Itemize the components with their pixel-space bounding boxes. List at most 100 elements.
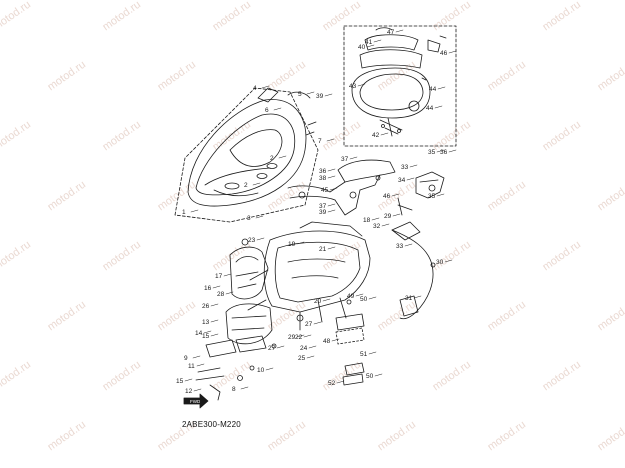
callout-leader-line (322, 298, 331, 302)
callout-6: 6 (265, 107, 269, 114)
callout-leader-line (212, 285, 221, 289)
callout-leader-line (404, 243, 413, 247)
callout-50: 50 (360, 296, 368, 303)
callout-leader-line (434, 105, 443, 109)
callout-leader-line (308, 345, 317, 349)
callout-16: 16 (204, 285, 212, 292)
callout-leader-line (409, 164, 418, 168)
callout-12: 12 (185, 388, 193, 395)
callout-35: 35 (428, 193, 436, 200)
callout-leader-line (210, 319, 219, 323)
callout-15: 15 (176, 378, 184, 385)
callout-34: 34 (398, 177, 406, 184)
callout-48: 48 (323, 338, 331, 345)
callout-29: 29 (384, 213, 392, 220)
callout-leader-line (278, 155, 287, 159)
callout-14: 14 (195, 330, 203, 337)
callout-37: 37 (319, 203, 327, 210)
callout-leader-line (327, 209, 336, 213)
callout-27: 27 (305, 321, 313, 328)
callout-leader-line (256, 237, 265, 241)
callout-37: 37 (341, 156, 349, 163)
callout-leader-line (448, 149, 457, 153)
callout-33: 33 (401, 164, 409, 171)
callout-leader-line (444, 259, 453, 263)
callout-29: 29 (288, 334, 296, 341)
callout-50: 50 (366, 373, 374, 380)
callout-leader-line (252, 182, 261, 186)
callout-leader-line (196, 363, 205, 367)
seat-assembly (174, 87, 319, 223)
callout-42: 42 (372, 132, 380, 139)
callout-leader-line (368, 351, 377, 355)
callout-19: 19 (288, 241, 296, 248)
callout-leader-line (395, 29, 404, 33)
callout-52: 52 (328, 380, 336, 387)
callout-leader-line (381, 223, 390, 227)
callout-5: 5 (298, 91, 302, 98)
callout-26: 26 (202, 303, 210, 310)
callout-leader-line (203, 330, 212, 334)
callout-leader-line (324, 93, 333, 97)
callout-leader-line (406, 177, 415, 181)
callout-43: 43 (349, 83, 357, 90)
callout-leader-line (448, 50, 457, 54)
callout-leader-line (437, 86, 446, 90)
callout-leader-line (327, 168, 336, 172)
callout-leader-line (380, 132, 389, 136)
callout-leader-line (374, 373, 383, 377)
callout-46: 46 (383, 193, 391, 200)
callout-leader-line (327, 203, 336, 207)
callout-leader-line (184, 378, 193, 382)
callout-leader-line (371, 217, 380, 221)
callout-8: 8 (232, 386, 236, 393)
callout-10: 10 (257, 367, 265, 374)
callout-leader-line (190, 209, 199, 213)
callout-leader-line (273, 107, 282, 111)
callout-17: 17 (215, 273, 223, 280)
callout-49: 49 (347, 293, 355, 300)
callout-36: 36 (440, 149, 448, 156)
callout-36: 36 (319, 168, 327, 175)
callout-leader-line (255, 215, 264, 219)
callout-51: 51 (360, 351, 368, 358)
callout-23: 23 (248, 237, 256, 244)
callout-25: 25 (298, 355, 306, 362)
callout-7: 7 (318, 138, 322, 145)
callout-leader-line (296, 334, 305, 338)
callout-leader-line (373, 39, 382, 43)
callout-24: 24 (300, 345, 308, 352)
callout-35: 35 (428, 149, 436, 156)
callout-leader-line (313, 321, 322, 325)
callout-44: 44 (429, 86, 437, 93)
callout-30: 30 (436, 259, 444, 266)
callout-leader-line (391, 193, 400, 197)
callout-22: 22 (295, 334, 303, 341)
front-arrow-icon (183, 393, 209, 409)
frame-and-storage (195, 221, 371, 401)
callout-28: 28 (217, 291, 225, 298)
callout-leader-line (331, 338, 340, 342)
callout-41: 41 (365, 39, 373, 46)
callout-leader-line (436, 193, 445, 197)
callout-39: 39 (316, 93, 324, 100)
callout-39: 39 (319, 209, 327, 216)
callout-44: 44 (426, 105, 434, 112)
callout-46: 46 (440, 50, 448, 57)
callout-leader-line (306, 91, 315, 95)
callout-leader-line (327, 246, 336, 250)
callout-47: 47 (387, 29, 395, 36)
callout-leader-line (265, 367, 274, 371)
callout-leader-line (296, 241, 305, 245)
callout-leader-line (392, 213, 401, 217)
callout-13: 13 (202, 319, 210, 326)
callout-leader-line (210, 333, 219, 337)
callout-1: 1 (182, 209, 186, 216)
callout-45: 45 (321, 187, 329, 194)
callout-53: 53 (0, 0, 8, 2)
callout-2: 2 (270, 155, 274, 162)
callout-leader-line (436, 149, 445, 153)
callout-leader-line (276, 345, 285, 349)
callout-2: 2 (244, 182, 248, 189)
